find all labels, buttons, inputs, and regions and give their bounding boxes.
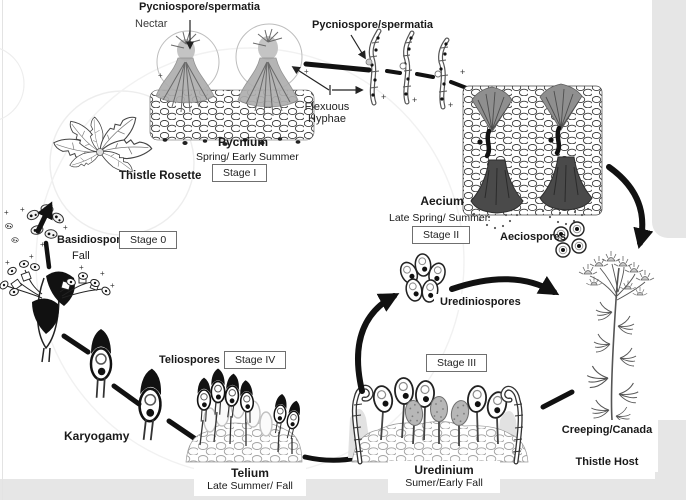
cycle-arrows [35, 164, 654, 394]
teliospore-chain-illustration [61, 327, 200, 443]
flexuous-hyphae-label: Flexuous Hyphae [301, 101, 353, 125]
telium-season: Late Summer/ Fall [207, 480, 293, 492]
plus-mark: + [110, 281, 115, 290]
plus-mark: + [63, 223, 68, 232]
telium-illustration [185, 367, 360, 463]
host-label-block: Creeping/Canada Thistle Host [556, 420, 658, 472]
stage-0-box: Stage 0 [119, 231, 178, 249]
plus-mark: + [79, 263, 84, 272]
aecium-fans [471, 83, 583, 133]
flexuous-line1: Flexuous [304, 101, 350, 113]
aecium-channels [484, 125, 562, 159]
transfer-dashes [303, 61, 479, 94]
karyogamy-label: Karyogamy [64, 429, 130, 443]
basidium-illustration: + + + + + [0, 240, 115, 363]
nectar-label: Nectar [135, 18, 168, 30]
plus-mark: + [304, 67, 309, 76]
pycniospore-spermatia-label-top: Pycniospore/spermatia [139, 1, 261, 13]
fall-label: Fall [72, 250, 90, 262]
aecium-illustration [462, 83, 603, 230]
uredinium-label-block: Uredinium Sumer/Early Fall [388, 461, 500, 493]
aeciospores-label: Aeciospores [500, 231, 567, 243]
uredinium-illustration [348, 376, 575, 465]
host-name-line1: Creeping/Canada [561, 424, 653, 436]
plus-mark: + [4, 208, 9, 217]
pycnium-illustration: + + [149, 23, 315, 146]
background-grey-bottom [0, 479, 686, 500]
plus-mark: + [40, 240, 45, 249]
pycnium-title: Pycnium [217, 135, 268, 149]
left-edge-line [2, 0, 3, 500]
stage-1-box: Stage I [212, 164, 268, 182]
thistle-rosette-label: Thistle Rosette [119, 170, 202, 182]
aecium-season: Late Spring/ Summer. [389, 212, 491, 224]
plus-mark: + [20, 205, 25, 214]
plus-mark: + [100, 269, 105, 278]
uredinium-season: Sumer/Early Fall [405, 477, 483, 489]
uredinium-title: Uredinium [414, 463, 474, 477]
telium-label-block: Telium Late Summer/ Fall [194, 464, 306, 496]
background-grey-right [652, 0, 686, 238]
annotation-arrows [185, 20, 366, 95]
pycniospore-spermatia-label-right: Pycniospore/spermatia [312, 19, 434, 31]
plus-mark: + [448, 100, 453, 110]
aecium-cups [470, 156, 593, 230]
flexuous-hyphae-illustration: + + + + [365, 28, 465, 110]
stage-4-box: Stage IV [224, 351, 287, 369]
aecium-title: Aecium [420, 194, 464, 208]
plus-mark: + [5, 258, 10, 267]
stage-2-box: Stage II [412, 226, 471, 244]
basidiospore-label: Basidiospore [57, 234, 127, 246]
plus-mark: + [381, 92, 386, 102]
teliospores-label: Teliospores [153, 352, 226, 368]
host-name-line2: Thistle Host [575, 456, 639, 468]
plus-mark: + [412, 95, 417, 105]
plus-mark: + [158, 71, 163, 80]
plus-mark: + [460, 67, 465, 77]
telium-title: Telium [231, 466, 269, 480]
pycnium-season: Spring/ Early Summer [196, 151, 299, 163]
thistle-rosette-illustration [51, 110, 153, 178]
basidiospores-illustration: + + + + [4, 203, 68, 249]
plus-mark: + [29, 252, 34, 261]
flexuous-line2: Hyphae [308, 113, 346, 125]
urediniospores-label: Urediniospores [434, 294, 527, 310]
thistle-host-illustration [578, 250, 655, 424]
stage-3-box: Stage III [426, 354, 488, 372]
